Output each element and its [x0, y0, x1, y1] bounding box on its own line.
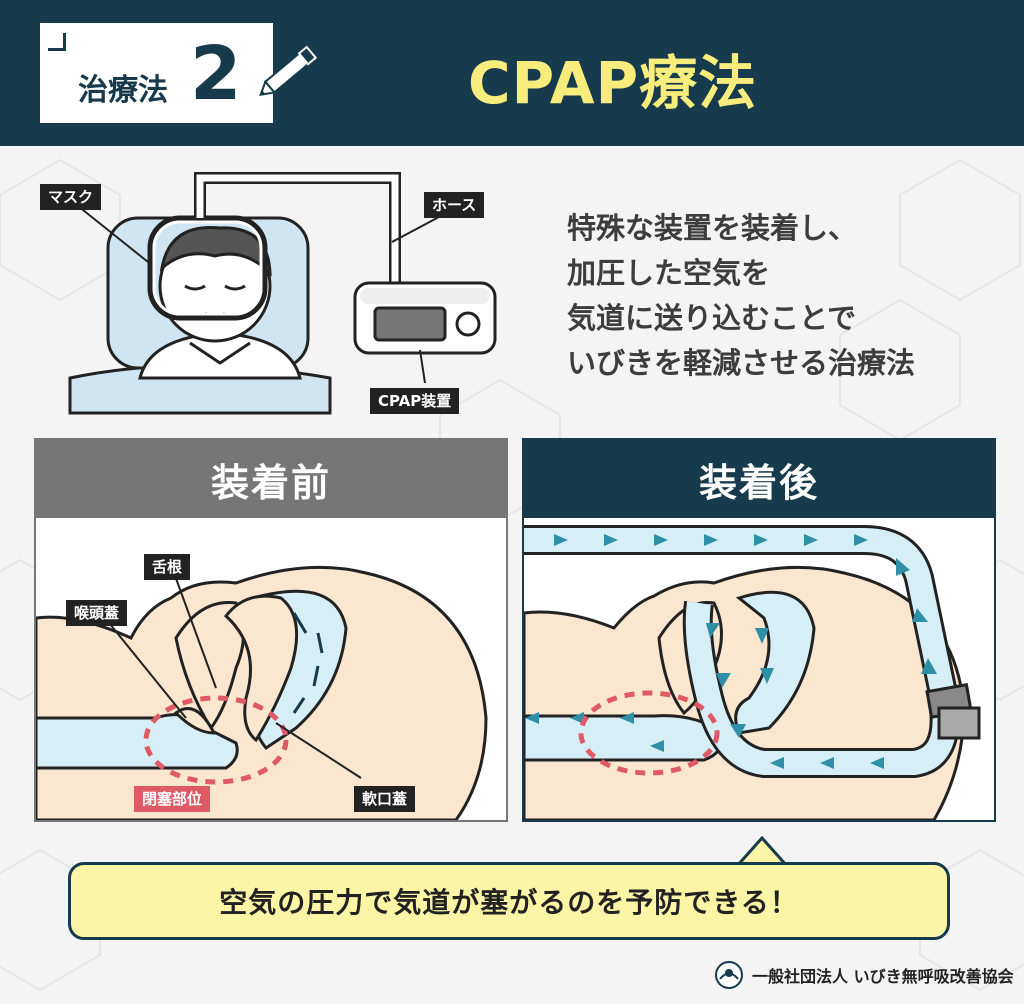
hose-label: ホース [424, 192, 485, 218]
before-panel-title: 装着前 [36, 440, 506, 518]
intro-line: いびきを軽減させる治療法 [567, 346, 916, 380]
epiglottis-label: 喉頭蓋 [66, 600, 128, 626]
blocked-area-label: 閉塞部位 [134, 786, 211, 812]
mask-label: マスク [40, 184, 102, 210]
pencil-icon [259, 45, 318, 97]
tongue-root-label: 舌根 [144, 554, 191, 580]
after-panel-title: 装着後 [524, 440, 994, 518]
page-title: CPAP療法 [468, 49, 758, 117]
before-panel: 装着前 舌根 喉頭蓋 軟口蓋 閉塞部位 [34, 438, 508, 822]
badge-number: 2 [190, 31, 242, 117]
summary-callout: 空気の圧力で気道が塞がるのを予防できる！ [68, 862, 950, 940]
organization-name: 一般社団法人 いびき無呼吸改善協会 [752, 967, 1014, 986]
intro-line: 気道に送り込むことで [567, 301, 857, 335]
method-badge: 治療法 2 [40, 23, 273, 123]
organization-logo-icon [715, 961, 743, 989]
badge-label: 治療法 [78, 73, 168, 108]
intro-line: 特殊な装置を装着し、 [567, 211, 858, 245]
after-panel: 装着後 [522, 438, 996, 822]
airway-open-diagram [524, 525, 981, 820]
soft-palate-label: 軟口蓋 [354, 786, 416, 812]
footer: 一般社団法人 いびき無呼吸改善協会 [714, 960, 1014, 990]
header-banner: 治療法 2 CPAP療法 [0, 0, 1024, 146]
device-label: CPAP装置 [370, 388, 460, 414]
intro-description: 特殊な装置を装着し、 加圧した空気を 気道に送り込むことで いびきを軽減させる治… [567, 206, 1007, 386]
badge-corner-mark [48, 33, 66, 51]
intro-line: 加圧した空気を [567, 256, 771, 290]
airway-blocked-diagram [36, 565, 488, 820]
cpap-illustration [68, 172, 497, 415]
